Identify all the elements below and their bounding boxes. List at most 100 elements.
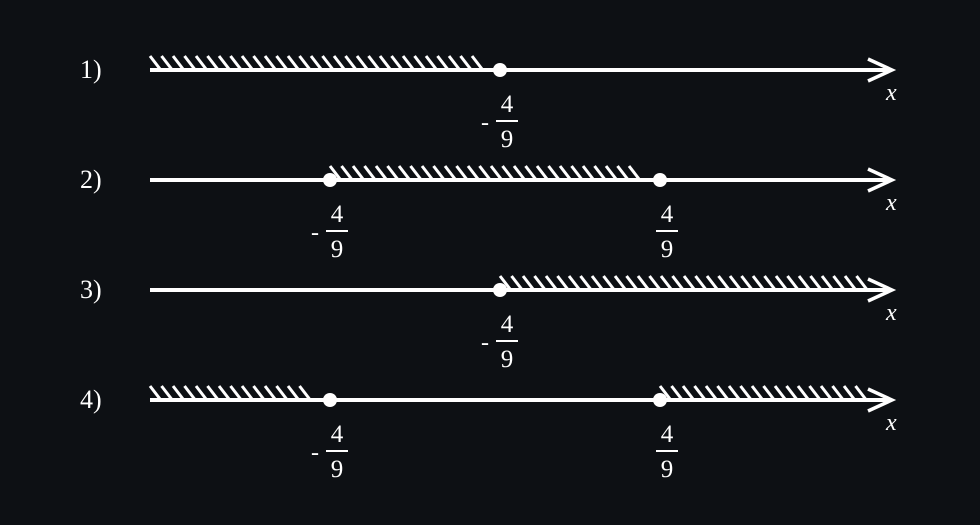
option-label: 1)	[80, 55, 102, 84]
hatch-mark	[739, 385, 752, 400]
hatch-mark	[470, 55, 484, 70]
shaded-region	[498, 275, 868, 290]
option-label: 2)	[80, 165, 102, 194]
hatch-mark	[340, 165, 353, 180]
hatch-mark	[521, 275, 535, 290]
hatch-mark	[328, 165, 342, 180]
hatch-mark	[717, 275, 730, 290]
hatch-mark	[820, 275, 834, 290]
hatch-mark	[797, 275, 811, 290]
axis-label: x	[885, 80, 897, 106]
hatch-mark	[466, 165, 480, 180]
fraction-numerator: 4	[501, 311, 514, 338]
option-label: 4)	[80, 385, 102, 414]
hatch-mark	[263, 385, 277, 400]
hatch-mark	[240, 55, 254, 70]
hatch-mark	[843, 275, 857, 290]
hatch-mark	[436, 55, 449, 70]
hatch-mark	[206, 55, 219, 70]
hatch-mark	[275, 55, 288, 70]
hatch-mark	[217, 55, 231, 70]
hatch-mark	[613, 275, 627, 290]
hatch-mark	[694, 275, 707, 290]
fraction-denominator: 9	[661, 236, 674, 263]
hatch-mark	[309, 55, 323, 70]
hatch-mark	[728, 275, 742, 290]
hatch-mark	[413, 55, 426, 70]
hatch-mark	[148, 55, 162, 70]
hatch-mark	[386, 165, 399, 180]
hatch-mark	[160, 385, 173, 400]
hatch-mark	[286, 55, 300, 70]
shaded-region	[148, 55, 484, 70]
hatch-mark	[831, 385, 844, 400]
option-label: 3)	[80, 275, 102, 304]
hatch-mark	[217, 385, 231, 400]
hatch-mark	[252, 385, 265, 400]
hatch-mark	[524, 165, 537, 180]
hatch-mark	[432, 165, 445, 180]
hatch-mark	[183, 55, 196, 70]
number-line-3: 3)x49-	[80, 275, 897, 373]
fraction-denominator: 9	[331, 236, 344, 263]
hatch-mark	[332, 55, 346, 70]
hatch-mark	[751, 275, 765, 290]
hatch-mark	[579, 275, 592, 290]
axis-label: x	[885, 410, 897, 436]
hatch-mark	[763, 275, 776, 290]
hatch-mark	[593, 165, 606, 180]
hatch-mark	[716, 385, 729, 400]
hatch-mark	[854, 385, 867, 400]
hatch-mark	[355, 55, 369, 70]
hatch-mark	[658, 385, 672, 400]
hatch-mark	[808, 385, 821, 400]
hatch-mark	[671, 275, 684, 290]
hatch-mark	[275, 385, 288, 400]
hatch-mark	[556, 275, 569, 290]
hatch-mark	[786, 275, 799, 290]
hatch-mark	[351, 165, 365, 180]
hatch-mark	[390, 55, 403, 70]
hatch-mark	[727, 385, 741, 400]
hatch-mark	[298, 385, 311, 400]
hatch-mark	[604, 165, 618, 180]
hatch-mark	[374, 165, 388, 180]
hatch-mark	[489, 165, 503, 180]
hatch-mark	[409, 165, 422, 180]
hatch-mark	[785, 385, 798, 400]
hatch-mark	[240, 385, 254, 400]
hatch-mark	[447, 55, 461, 70]
hatch-mark	[602, 275, 615, 290]
hatch-mark	[229, 385, 242, 400]
hatch-mark	[424, 55, 438, 70]
hatch-mark	[286, 385, 300, 400]
hatch-mark	[194, 55, 208, 70]
hatch-mark	[581, 165, 595, 180]
point-marker	[323, 173, 337, 187]
point-marker	[493, 63, 507, 77]
hatch-mark	[321, 55, 334, 70]
hatch-mark	[682, 275, 696, 290]
hatch-mark	[567, 275, 581, 290]
hatch-mark	[544, 275, 558, 290]
hatch-mark	[659, 275, 673, 290]
hatch-mark	[842, 385, 856, 400]
hatch-mark	[420, 165, 434, 180]
hatch-mark	[855, 275, 868, 290]
hatch-mark	[625, 275, 638, 290]
hatch-mark	[510, 275, 523, 290]
hatch-mark	[501, 165, 514, 180]
fraction-denominator: 9	[331, 456, 344, 483]
hatch-mark	[229, 55, 242, 70]
shaded-region	[328, 165, 641, 180]
hatch-mark	[478, 165, 491, 180]
hatch-mark	[773, 385, 787, 400]
hatch-mark	[344, 55, 357, 70]
hatch-mark	[819, 385, 833, 400]
fraction-numerator: 4	[661, 201, 674, 228]
minus-sign: -	[311, 220, 319, 246]
arrow-icon	[867, 387, 897, 413]
hatch-mark	[616, 165, 629, 180]
